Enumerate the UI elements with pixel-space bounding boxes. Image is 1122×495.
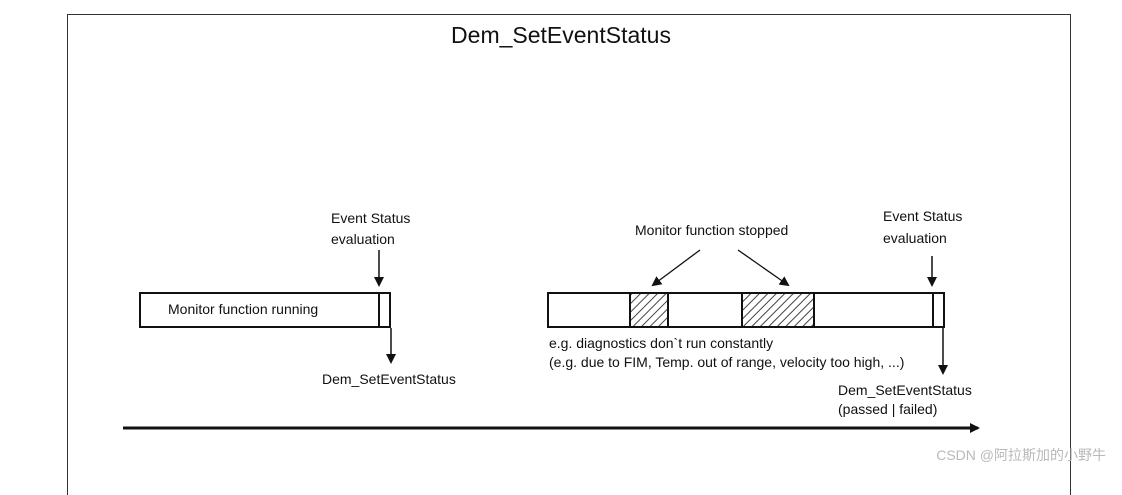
stopped-segment-1 [629,292,669,328]
left-eval-label-line1: Event Status [331,210,411,226]
right-eval-label-line1: Event Status [883,208,963,224]
diagram-title: Dem_SetEventStatus [451,22,671,48]
diagram-frame [67,14,1071,495]
left-eval-label-line2: evaluation [331,231,395,247]
monitor-running-box [139,292,391,328]
right-output-label-line1: Dem_SetEventStatus [838,382,972,398]
monitor-stopped-label: Monitor function stopped [635,222,789,238]
right-eval-label-line2: evaluation [883,230,947,246]
left-output-label: Dem_SetEventStatus [322,371,456,387]
right-output-label-line2: (passed | failed) [838,401,938,417]
timing-diagram [123,249,980,433]
note-line1: e.g. diagnostics don`t run constantly [549,335,774,351]
csdn-watermark: CSDN @阿拉斯加的小野牛 [936,447,1106,463]
stopped-segment-2 [741,292,815,328]
note-line2: (e.g. due to FIM, Temp. out of range, ve… [549,354,905,370]
monitor-running-label: Monitor function running [168,301,319,317]
stopped-arrow-1 [651,249,701,287]
stopped-arrow-2 [737,249,790,287]
